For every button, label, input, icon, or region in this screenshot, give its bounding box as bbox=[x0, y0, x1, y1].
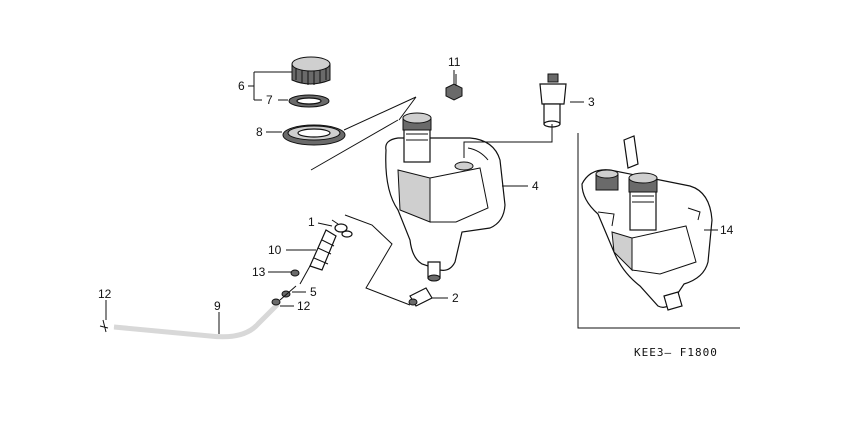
mounting-bolt bbox=[445, 70, 463, 101]
tube-clip-right bbox=[271, 298, 281, 306]
alternate-fuel-tank bbox=[581, 135, 713, 311]
fuel-tank bbox=[385, 112, 506, 282]
fuel-cap bbox=[291, 56, 331, 85]
label-part-2: 2 bbox=[452, 291, 459, 305]
label-part-1: 1 bbox=[308, 215, 315, 229]
cap-washer bbox=[288, 94, 330, 108]
diagram-code: KEE3— F1800 bbox=[634, 346, 718, 359]
label-part-4: 4 bbox=[532, 179, 539, 193]
hose-joint bbox=[408, 287, 433, 307]
label-part-12-right: 12 bbox=[297, 299, 311, 313]
label-part-7: 7 bbox=[266, 93, 273, 107]
tube-clip-left bbox=[99, 319, 109, 333]
label-part-14: 14 bbox=[720, 223, 734, 237]
label-part-8: 8 bbox=[256, 125, 263, 139]
hose-clip bbox=[331, 214, 411, 306]
label-part-13: 13 bbox=[252, 265, 266, 279]
label-part-3: 3 bbox=[588, 95, 595, 109]
label-part-12-left: 12 bbox=[98, 287, 112, 301]
fuel-tube bbox=[113, 302, 280, 340]
label-part-9: 9 bbox=[214, 299, 221, 313]
label-part-6: 6 bbox=[238, 79, 245, 93]
alternate-tank-frame bbox=[577, 133, 740, 329]
fuel-gauge bbox=[463, 73, 567, 158]
label-part-10: 10 bbox=[268, 243, 282, 257]
label-part-5: 5 bbox=[310, 285, 317, 299]
filler-gasket bbox=[282, 124, 346, 146]
leader-lines bbox=[105, 71, 718, 334]
strainer-clip bbox=[290, 269, 300, 277]
label-part-11: 11 bbox=[448, 55, 461, 69]
connector-clip bbox=[279, 285, 297, 301]
fuel-strainer bbox=[299, 229, 337, 285]
